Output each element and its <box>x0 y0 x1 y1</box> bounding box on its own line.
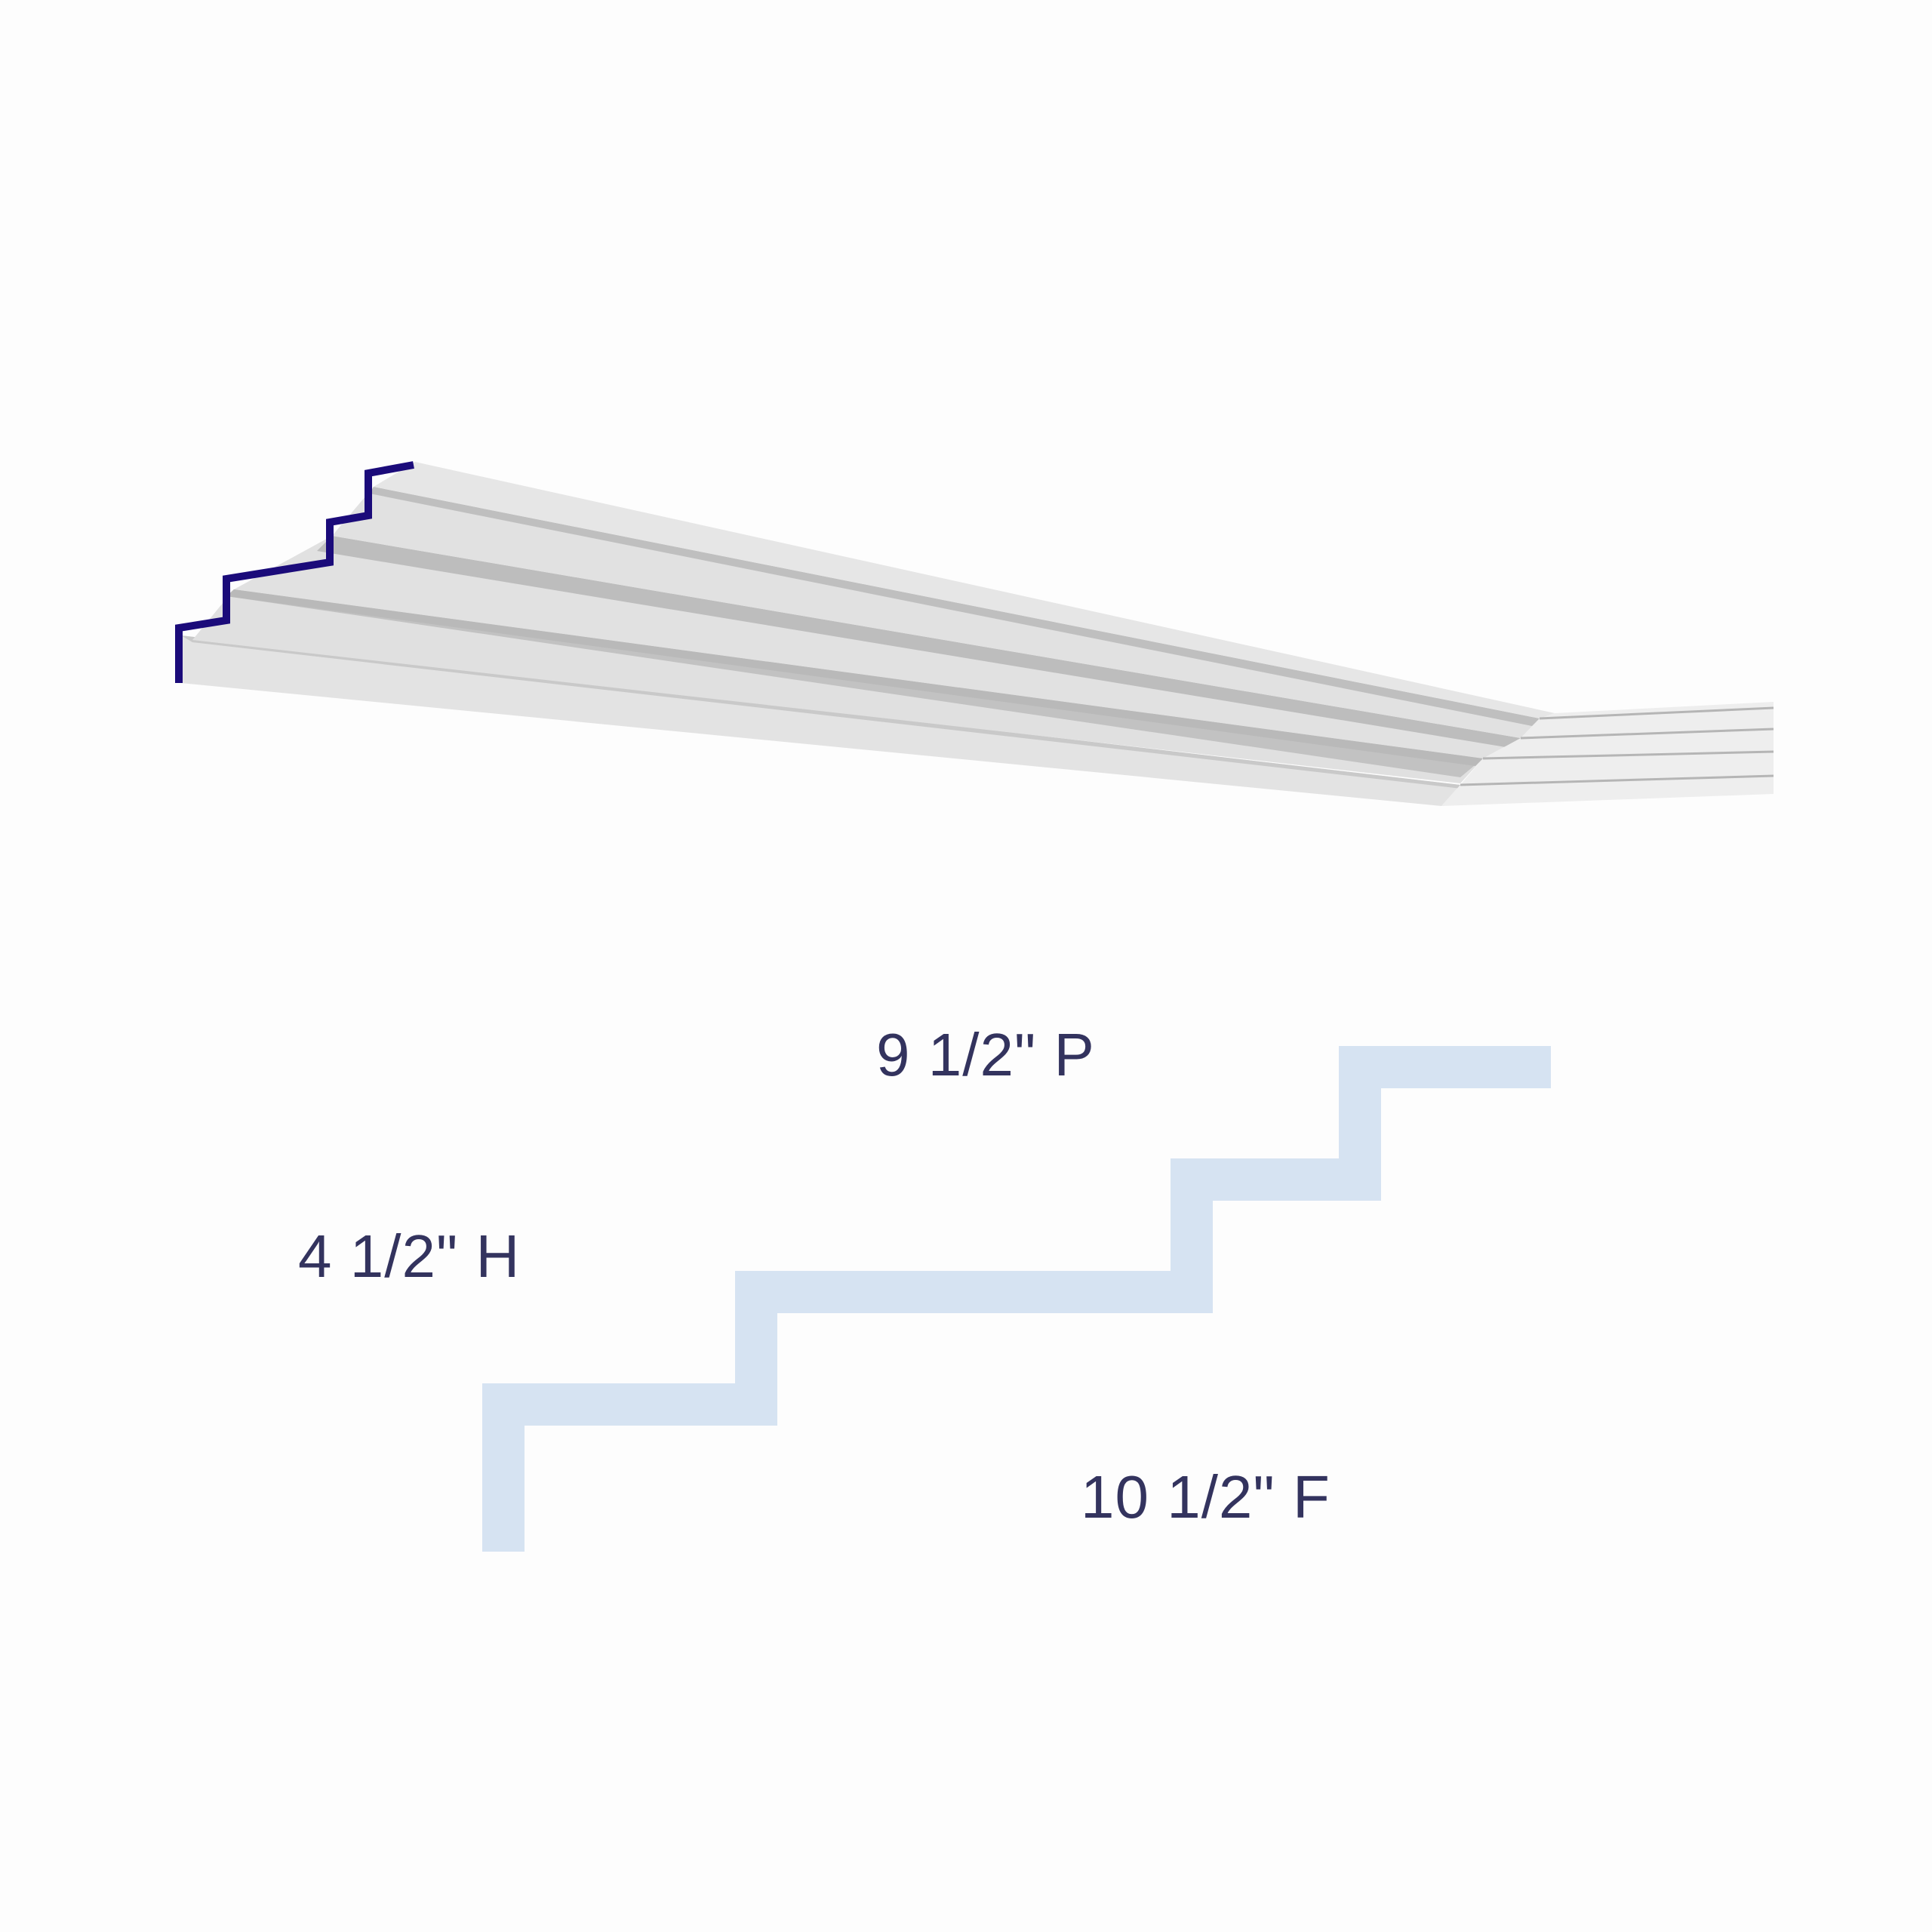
molding-return-line-4 <box>1460 774 1774 786</box>
profile-diagram <box>482 1046 1551 1552</box>
molding-step-4-shadow <box>370 487 1540 726</box>
molding-return-line-1 <box>1539 706 1774 720</box>
molding-return-line-3 <box>1482 750 1774 760</box>
molding-step-3-face <box>234 536 1521 758</box>
molding-top-face <box>374 462 1555 718</box>
height-dimension-label: 4 1/2" H <box>298 1223 521 1290</box>
molding-step-4-face <box>332 487 1540 738</box>
projection-dimension-label: 9 1/2" P <box>876 1021 1095 1088</box>
face-dimension-label: 10 1/2" F <box>1081 1463 1331 1531</box>
molding-return-line-2 <box>1520 728 1774 740</box>
molding-step-3-shadow <box>317 536 1521 747</box>
molding-render <box>175 461 1774 806</box>
molding-return <box>1441 702 1774 806</box>
profile-diagram-path <box>482 1046 1551 1552</box>
molding-step-1-face <box>181 635 1460 806</box>
molding-step-3-lower-shadow <box>226 589 1483 766</box>
molding-profile-edge <box>175 461 414 683</box>
